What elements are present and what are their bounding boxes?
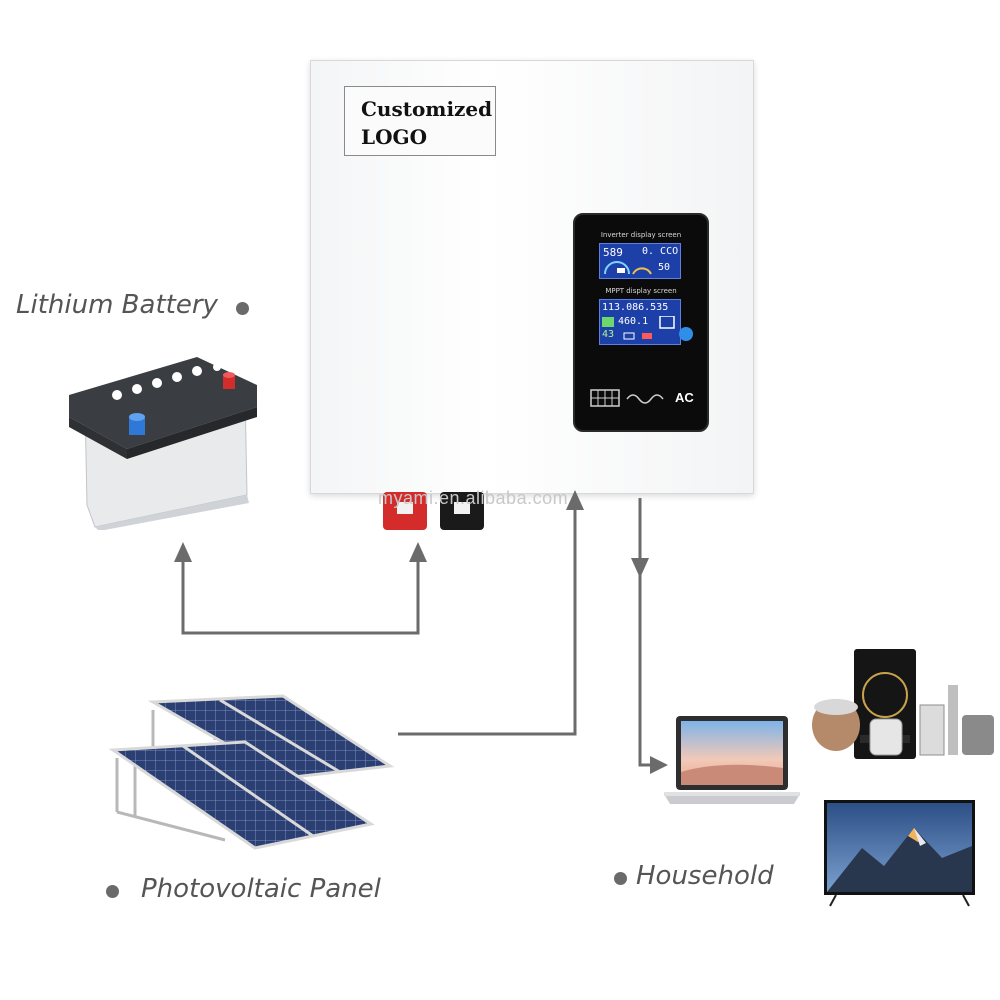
panel-bullet xyxy=(106,885,119,898)
ac-label: AC xyxy=(675,390,694,405)
negative-terminal-hole xyxy=(454,502,470,514)
pv-link-line xyxy=(398,503,577,736)
inverter-power-readout: 0. CCO xyxy=(642,246,679,257)
battery-arrow-up-icon xyxy=(174,542,192,562)
laptop-icon xyxy=(664,716,800,804)
inverter-gauge-icon xyxy=(604,261,652,275)
household-label: Household xyxy=(636,861,774,891)
mppt-percent-readout: 43 xyxy=(602,329,615,340)
solar-panels-icon xyxy=(108,694,395,850)
household-arrow-down-icon xyxy=(631,558,649,578)
negative-terminal xyxy=(440,492,484,530)
watermark: myami.en.alibaba.com xyxy=(378,488,569,508)
mppt-energy-readout: 113.086.535 xyxy=(602,302,669,313)
display-button[interactable] xyxy=(679,327,693,341)
inverter-frequency-readout: 50 xyxy=(658,262,671,273)
battery-icon xyxy=(69,357,257,530)
positive-terminal xyxy=(383,492,427,530)
logo-box: Customized LOGO xyxy=(344,86,496,156)
household-arrow-right-icon xyxy=(650,756,668,774)
logo-text: Customized LOGO xyxy=(361,97,493,149)
appliances-icon xyxy=(812,649,994,759)
inverter-unit: Customized LOGO Inverter display screen … xyxy=(310,60,754,494)
solar-panel-icon xyxy=(590,389,620,407)
battery-label: Lithium Battery xyxy=(16,290,218,320)
display-panel: Inverter display screen 589 0. CCO 50 MP… xyxy=(573,213,709,432)
household-link-line xyxy=(638,498,664,767)
inverter-display-caption: Inverter display screen xyxy=(600,231,682,239)
household-bullet xyxy=(614,872,627,885)
ac-wave-icon xyxy=(626,394,664,404)
mppt-voltage-readout: 460.1 xyxy=(618,316,649,327)
panel-label: Photovoltaic Panel xyxy=(141,874,381,904)
inverter-arrow-up-icon xyxy=(409,542,427,562)
inverter-screen: 589 0. CCO 50 xyxy=(599,243,681,279)
inverter-voltage-readout: 589 xyxy=(603,246,623,259)
pv-arrow-up-icon xyxy=(566,490,584,510)
positive-terminal-hole xyxy=(397,502,413,514)
battery-link-line xyxy=(181,558,420,635)
mppt-screen: 113.086.535 460.1 43 xyxy=(599,299,681,345)
battery-bullet xyxy=(236,302,249,315)
mppt-display-caption: MPPT display screen xyxy=(605,287,677,295)
tv-icon xyxy=(824,800,975,907)
mppt-battery-icon xyxy=(602,316,675,340)
